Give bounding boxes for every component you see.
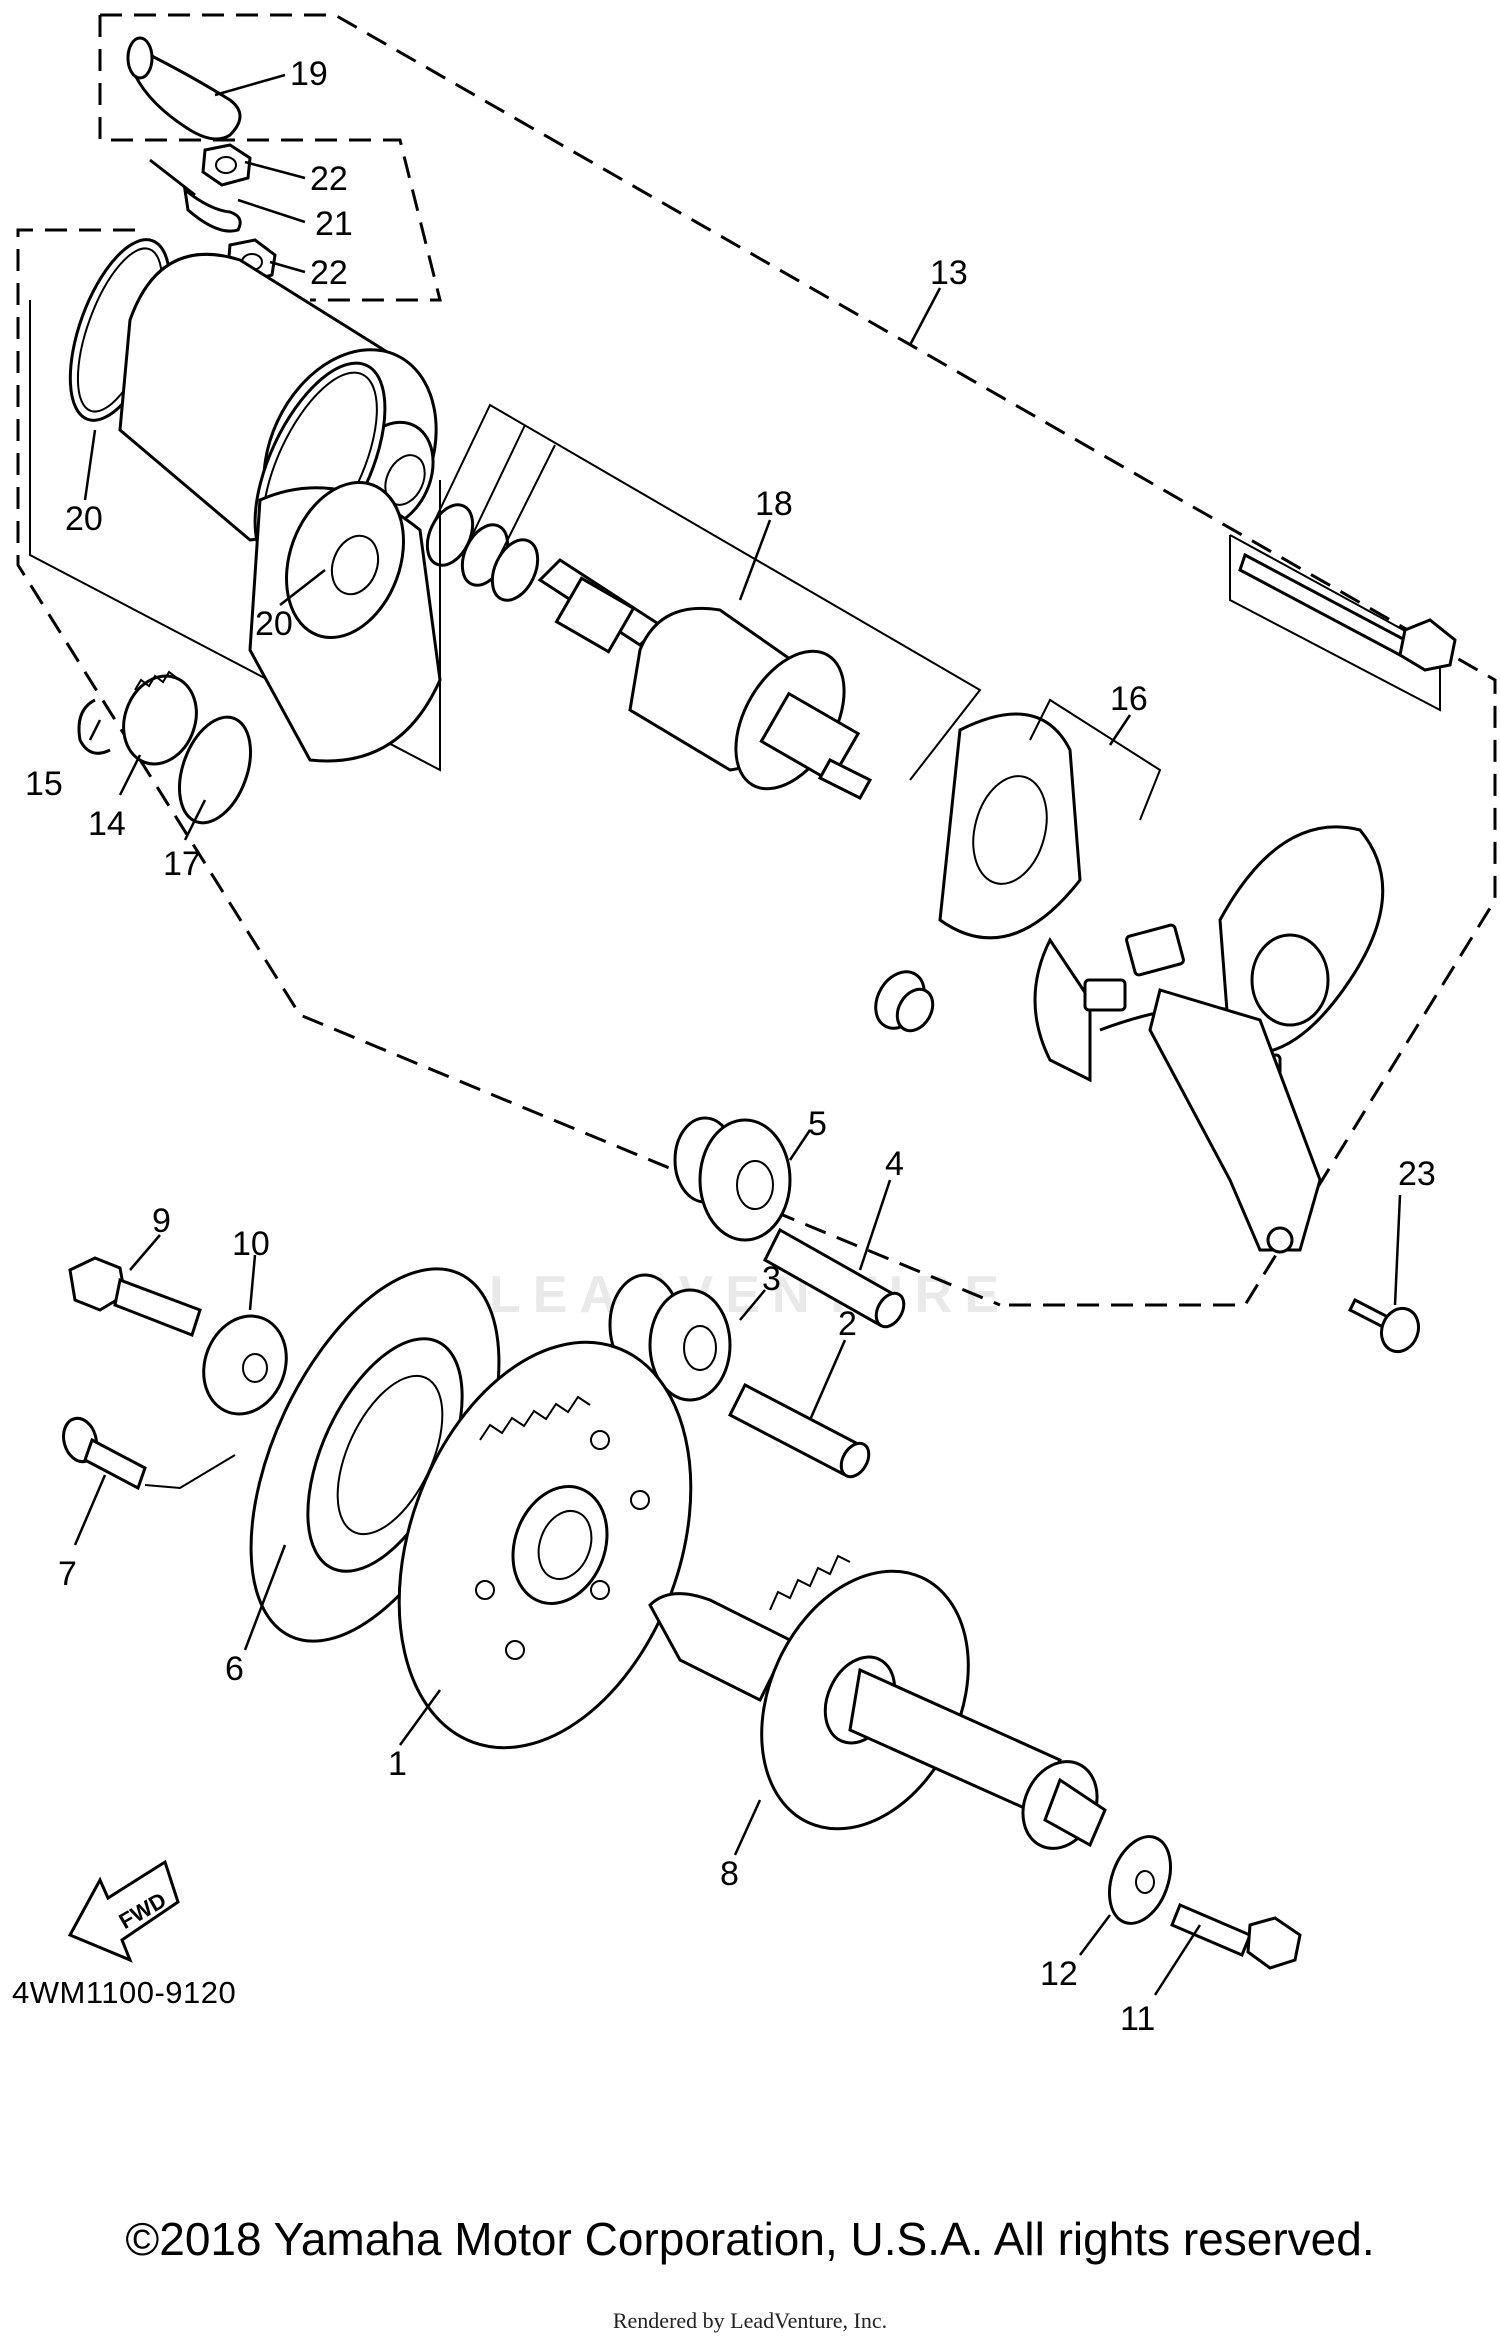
callout-1: 1	[388, 1745, 407, 1783]
copyright-notice: ©2018 Yamaha Motor Corporation, U.S.A. A…	[125, 2213, 1375, 2265]
callout-19: 19	[290, 55, 328, 93]
callout-23: 23	[1398, 1155, 1436, 1193]
callout-22-upper: 22	[310, 160, 348, 198]
callout-4: 4	[885, 1145, 904, 1183]
part-15-circlip	[77, 698, 111, 755]
callout-9: 9	[152, 1202, 171, 1240]
callout-3: 3	[762, 1260, 781, 1298]
callout-22-lower: 22	[310, 254, 348, 292]
part-5-idle-gear	[673, 1116, 792, 1242]
through-bolts	[1229, 534, 1457, 712]
part-21-terminal	[149, 158, 242, 233]
armature-washer	[874, 970, 935, 1033]
callout-12: 12	[1040, 1955, 1078, 1993]
diagram-code: 4WM1100-9120	[12, 1975, 237, 2010]
starter-motor-assembly-boundary	[16, 13, 1497, 1307]
part-12-washer	[1108, 1835, 1172, 1925]
callout-18: 18	[755, 485, 793, 523]
washers	[425, 403, 982, 781]
callout-5: 5	[808, 1105, 827, 1143]
part-19-cap	[126, 36, 242, 141]
callout-8: 8	[720, 1855, 739, 1893]
callout-20-right: 20	[255, 605, 293, 643]
callout-7: 7	[58, 1555, 77, 1593]
part-18-armature	[537, 558, 873, 800]
rear-cover	[1148, 825, 1385, 1254]
part-7-bolt	[62, 1416, 236, 1491]
part-10-washer	[202, 1314, 288, 1416]
part-11-bolt	[1170, 1903, 1302, 1970]
fwd-arrow: FWD	[67, 1859, 180, 1963]
callout-2: 2	[838, 1305, 857, 1343]
part-8-starter-shaft-gear	[648, 1554, 1107, 1850]
callout-10: 10	[232, 1225, 270, 1263]
part-23-bolt	[1347, 1297, 1421, 1354]
part-1-starter-wheel-gear	[397, 1340, 693, 1750]
front-cover	[248, 481, 442, 763]
part-9-flange-bolt	[68, 1256, 202, 1337]
callout-15: 15	[25, 765, 63, 803]
callout-14: 14	[88, 805, 126, 843]
callout-16: 16	[1110, 680, 1148, 718]
callout-20-left: 20	[65, 500, 103, 538]
leader-lines	[73, 73, 1402, 1996]
part-3-idle-gear	[608, 1273, 732, 1402]
callout-labels: 19 22 21 22 13 20 18 20 16 15 14 17 5 4 …	[25, 55, 1436, 2038]
callout-11: 11	[1120, 2000, 1155, 2038]
front-cover-boundary	[29, 300, 441, 772]
callout-17: 17	[163, 845, 201, 883]
part-22-nut-upper	[201, 143, 252, 187]
callout-13: 13	[930, 254, 968, 292]
part-17-oring	[178, 715, 252, 825]
part-14-gear	[122, 670, 198, 766]
part-4-shaft	[763, 1227, 906, 1329]
callout-21: 21	[315, 205, 353, 243]
callout-6: 6	[225, 1650, 244, 1688]
part-2-shaft	[727, 1382, 871, 1479]
render-credit: Rendered by LeadVenture, Inc.	[612, 2308, 888, 2333]
